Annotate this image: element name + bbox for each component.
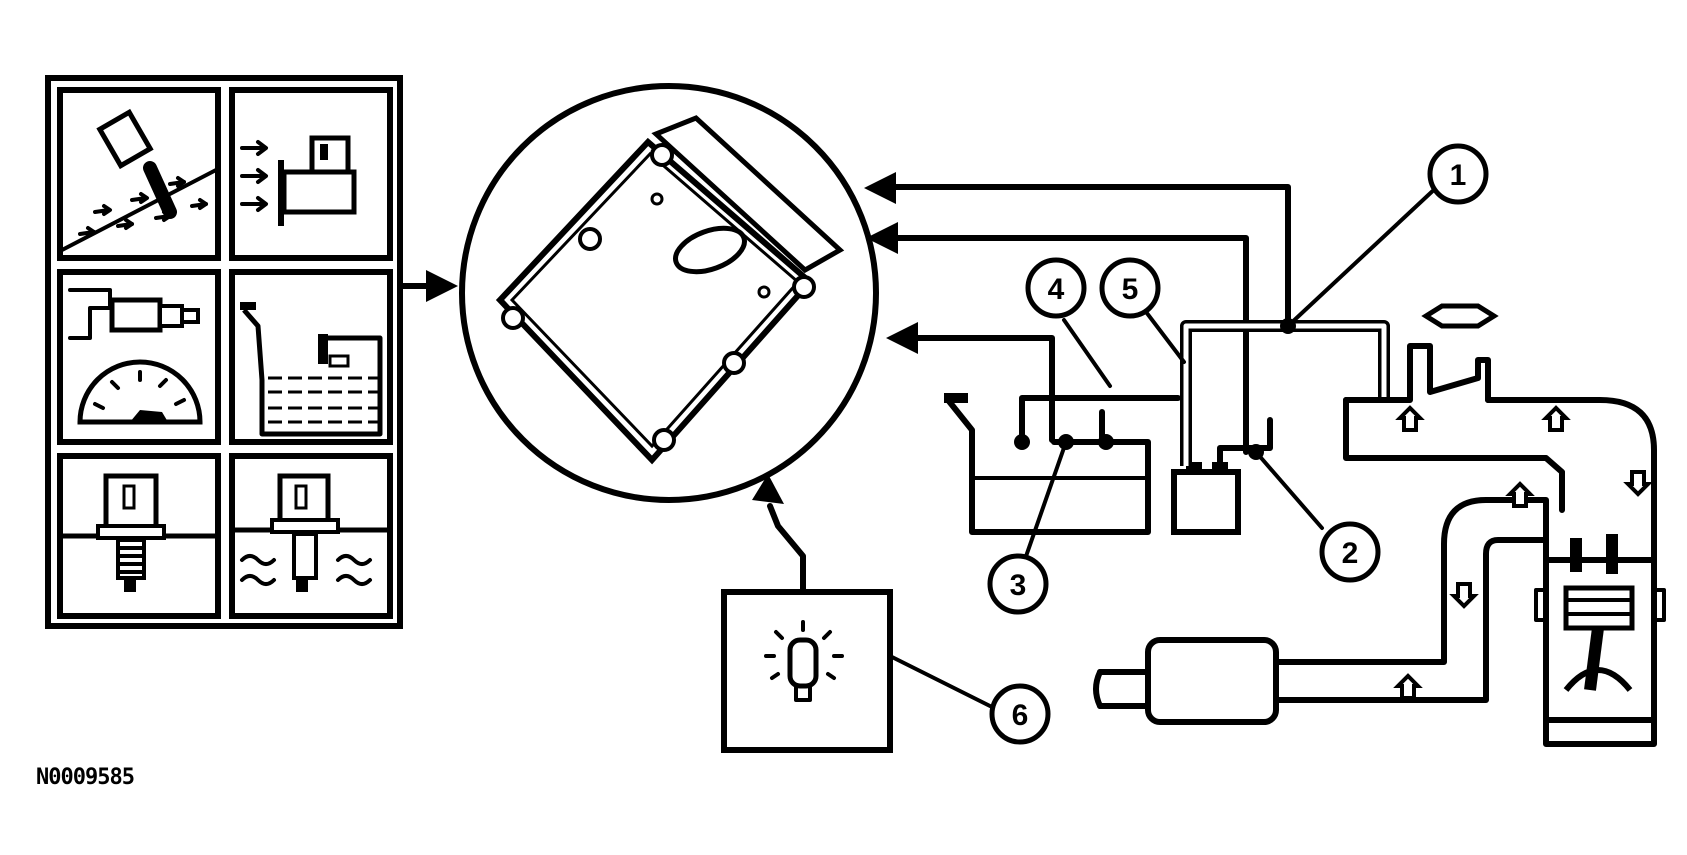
callout-2: 2 — [1319, 521, 1381, 583]
engine-cylinder — [1534, 534, 1666, 747]
evap-canister — [1171, 417, 1273, 535]
exhaust-system — [1093, 481, 1549, 725]
callout-leaders — [888, 184, 1440, 708]
callout-3-label: 3 — [1010, 569, 1027, 602]
callout-2-label: 2 — [1342, 537, 1359, 570]
callout-1: 1 — [1427, 143, 1489, 205]
callout-3: 3 — [987, 553, 1049, 615]
callout-4: 4 — [1025, 257, 1087, 319]
sensor-inputs-panel — [45, 75, 403, 629]
powertrain-control-module — [459, 83, 879, 503]
callout-5-label: 5 — [1122, 273, 1139, 306]
vapor-line — [1180, 318, 1390, 466]
temperature-sensor-icon — [234, 473, 388, 592]
callout-6: 6 — [989, 683, 1051, 745]
malfunction-indicator-lamp — [721, 589, 893, 753]
callout-6-label: 6 — [1012, 699, 1029, 732]
callout-1-label: 1 — [1450, 159, 1467, 192]
callout-5: 5 — [1099, 257, 1161, 319]
fuel-level-sensor-icon — [240, 302, 383, 437]
pressure-sensor-icon — [62, 473, 216, 592]
fuel-tank — [944, 393, 1181, 535]
sensor-to-pcm-arrow — [397, 270, 458, 302]
pcm-signal-wires — [752, 172, 1291, 595]
oxygen-sensor-icon — [60, 108, 218, 252]
mass-air-flow-sensor-icon — [240, 135, 357, 226]
callout-4-label: 4 — [1048, 273, 1065, 306]
intake-manifold — [1343, 303, 1657, 683]
vehicle-speed-sensor-icon — [68, 288, 203, 425]
figure-reference-code: N0009585 — [36, 765, 134, 790]
